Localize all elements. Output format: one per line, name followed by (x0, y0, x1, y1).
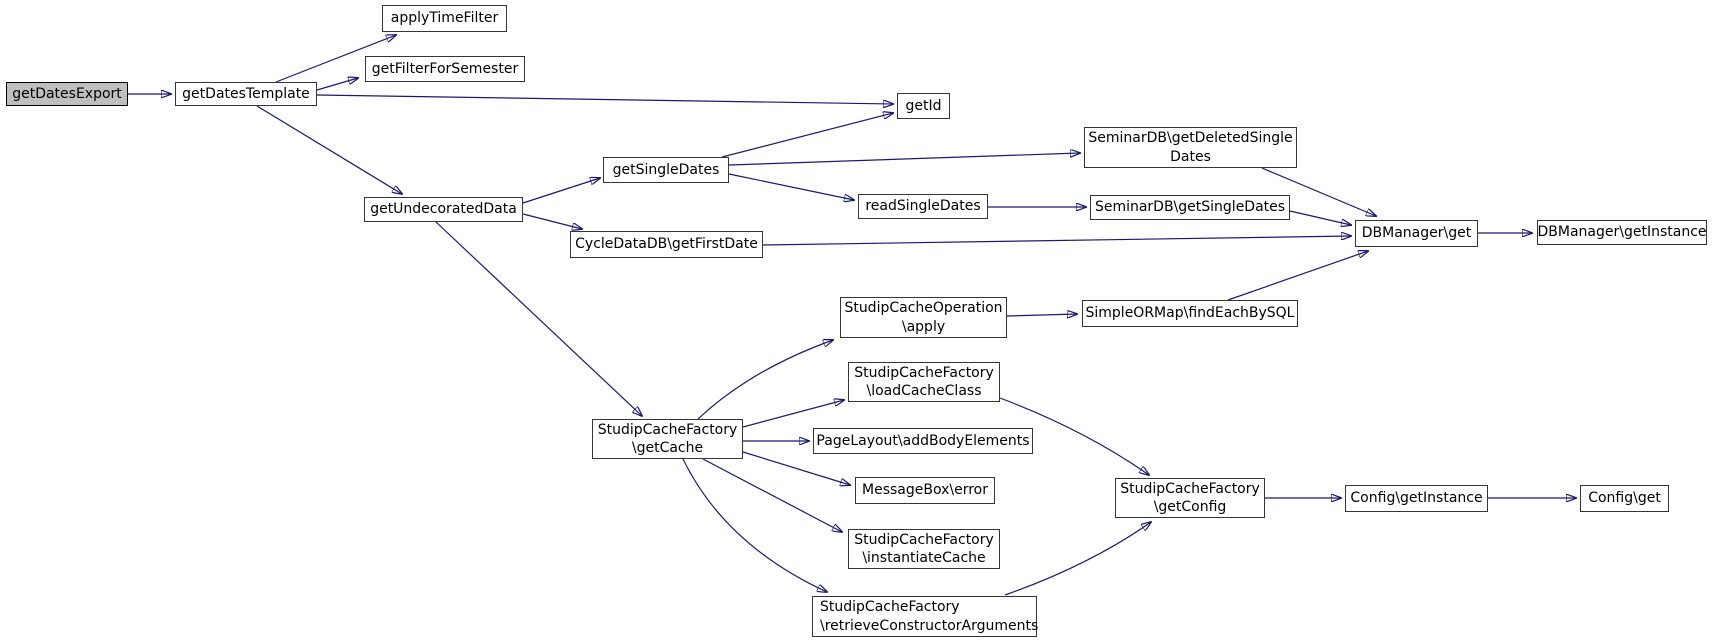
node-dbmanager-get[interactable]: DBManager\get (1355, 220, 1478, 247)
edge-getUndecoratedData-getCache (435, 221, 642, 416)
edge-loadCacheClass-getConfig (999, 397, 1149, 475)
node-getundecorateddata[interactable]: getUndecoratedData (364, 197, 523, 222)
edge-getUndecoratedData-getFirstDate (522, 213, 582, 229)
node-seminardb-getdeletedsingledates[interactable]: SeminarDB\getDeletedSingle Dates (1084, 127, 1297, 168)
edge-getFirstDate-dbmanagerGet (762, 236, 1351, 246)
edge-getSingleDates-getDeletedSingleDates (728, 153, 1080, 166)
edge-getUndecoratedData-getSingleDates (522, 178, 600, 204)
node-config-get[interactable]: Config\get (1580, 485, 1669, 512)
edge-getDeletedSingleDates-dbmanagerGet (1261, 167, 1376, 216)
edge-getDatesTemplate-getId (316, 94, 893, 104)
node-applytimefilter[interactable]: applyTimeFilter (382, 5, 507, 32)
node-getdatesexport[interactable]: getDatesExport (6, 82, 128, 106)
edge-getSingleDates-readSingleDates (728, 173, 854, 200)
edge-getSingleDates-getId (721, 113, 893, 158)
node-getid[interactable]: getId (897, 93, 950, 119)
edge-apply-findEachBySQL (1006, 314, 1077, 316)
node-getdatestemplate[interactable]: getDatesTemplate (175, 82, 317, 106)
edge-getCache-instantiateCache (702, 458, 842, 532)
node-seminardb-getsingledates[interactable]: SeminarDB\getSingleDates (1090, 195, 1290, 220)
edge-retrieveConstructorArguments-getConfig (1004, 522, 1151, 596)
node-messagebox-error[interactable]: MessageBox\error (855, 477, 995, 504)
edge-getCache-messageBoxError (742, 451, 850, 485)
node-studipcachefactory-retrieveconstructorarguments[interactable]: StudipCacheFactory \retrieveConstructorA… (812, 596, 1038, 637)
node-dbmanager-getinstance[interactable]: DBManager\getInstance (1537, 220, 1707, 245)
edge-getCache-retrieveConstructorArguments (682, 458, 827, 592)
edge-getDatesTemplate-applyTimeFilter (275, 35, 396, 83)
edge-findEachBySQL-dbmanagerGet (1227, 251, 1368, 301)
edge-getDatesTemplate-getFilterForSemester (316, 78, 358, 91)
node-readsingledates[interactable]: readSingleDates (858, 194, 988, 219)
edge-getDatesTemplate-getUndecoratedData (256, 105, 402, 194)
node-studipcachefactory-instantiatecache[interactable]: StudipCacheFactory \instantiateCache (848, 529, 1000, 569)
node-getfilterforsemester[interactable]: getFilterForSemester (365, 56, 525, 82)
edge-seminardbGetSingleDates-dbmanagerGet (1289, 210, 1351, 225)
node-studipcachefactory-getconfig[interactable]: StudipCacheFactory \getConfig (1115, 478, 1265, 518)
node-studipcachefactory-getcache[interactable]: StudipCacheFactory \getCache (592, 419, 743, 459)
node-studipcacheoperation-apply[interactable]: StudipCacheOperation \apply (840, 297, 1007, 338)
edge-getCache-apply (697, 340, 833, 420)
node-pagelayout-addbodyelements[interactable]: PageLayout\addBodyElements (813, 428, 1033, 454)
node-getsingledates[interactable]: getSingleDates (603, 157, 729, 183)
node-simpleormap-findeachbysql[interactable]: SimpleORMap\findEachBySQL (1082, 300, 1298, 327)
node-cycledatadb-getfirstdate[interactable]: CycleDataDB\getFirstDate (570, 231, 763, 258)
node-config-getinstance[interactable]: Config\getInstance (1345, 485, 1488, 512)
node-studipcachefactory-loadcacheclass[interactable]: StudipCacheFactory \loadCacheClass (848, 362, 1000, 402)
edge-getCache-loadCacheClass (742, 400, 844, 428)
